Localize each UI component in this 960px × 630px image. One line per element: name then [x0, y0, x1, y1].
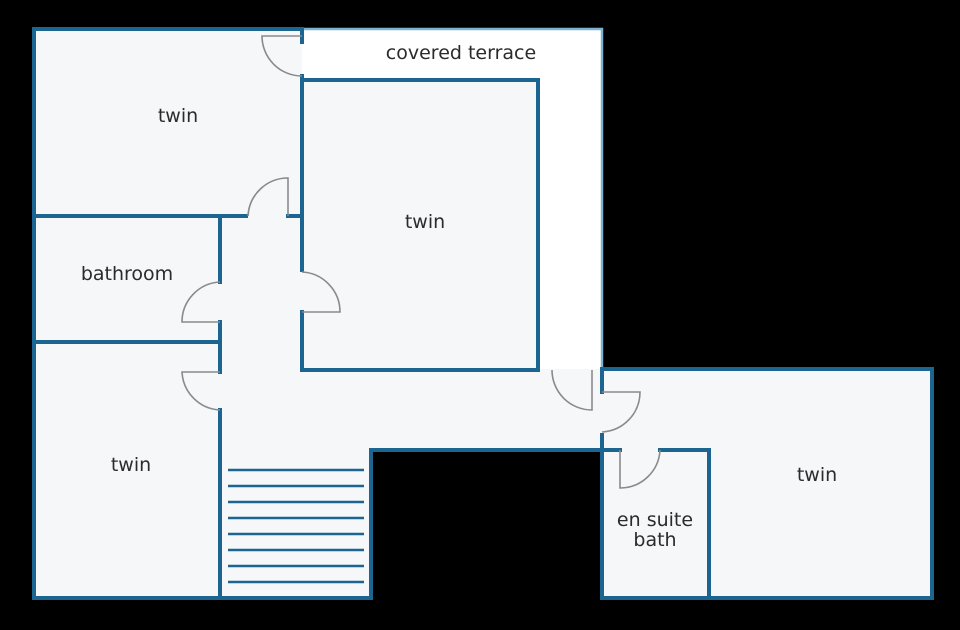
wall-twin-center-2 [300, 78, 540, 372]
doors [181, 35, 661, 489]
door-twin-bottom-left [181, 371, 221, 411]
label-twin-center: twin [405, 211, 445, 233]
walls [32, 27, 934, 600]
stairs [228, 468, 364, 584]
floor-covered-terrace [302, 29, 602, 369]
door-bathroom [181, 281, 221, 323]
wall-outer-left [32, 27, 604, 600]
label-bathroom: bathroom [81, 263, 173, 285]
label-twin-top-left: twin [158, 105, 198, 127]
label-twin-bottom-left: twin [111, 454, 151, 476]
label-twin-right: twin [797, 464, 837, 486]
label-ensuite-line2: bath [633, 529, 676, 551]
wall-twin-right [600, 367, 934, 600]
room-labels: covered terrace twin twin bathroom twin … [81, 42, 837, 551]
door-twin-right [601, 391, 641, 433]
floor-twin-center [302, 80, 538, 370]
door-terrace [261, 35, 303, 77]
wall-ensuite-2 [658, 448, 711, 600]
door-twin-center [301, 271, 341, 313]
door-top-twin [247, 177, 289, 217]
label-ensuite-line1: en suite [617, 509, 693, 531]
label-covered-terrace: covered terrace [386, 42, 536, 64]
wall-terrace-edge [302, 27, 604, 369]
door-ensuite [619, 449, 661, 489]
door-terrace-corridor [551, 369, 593, 411]
